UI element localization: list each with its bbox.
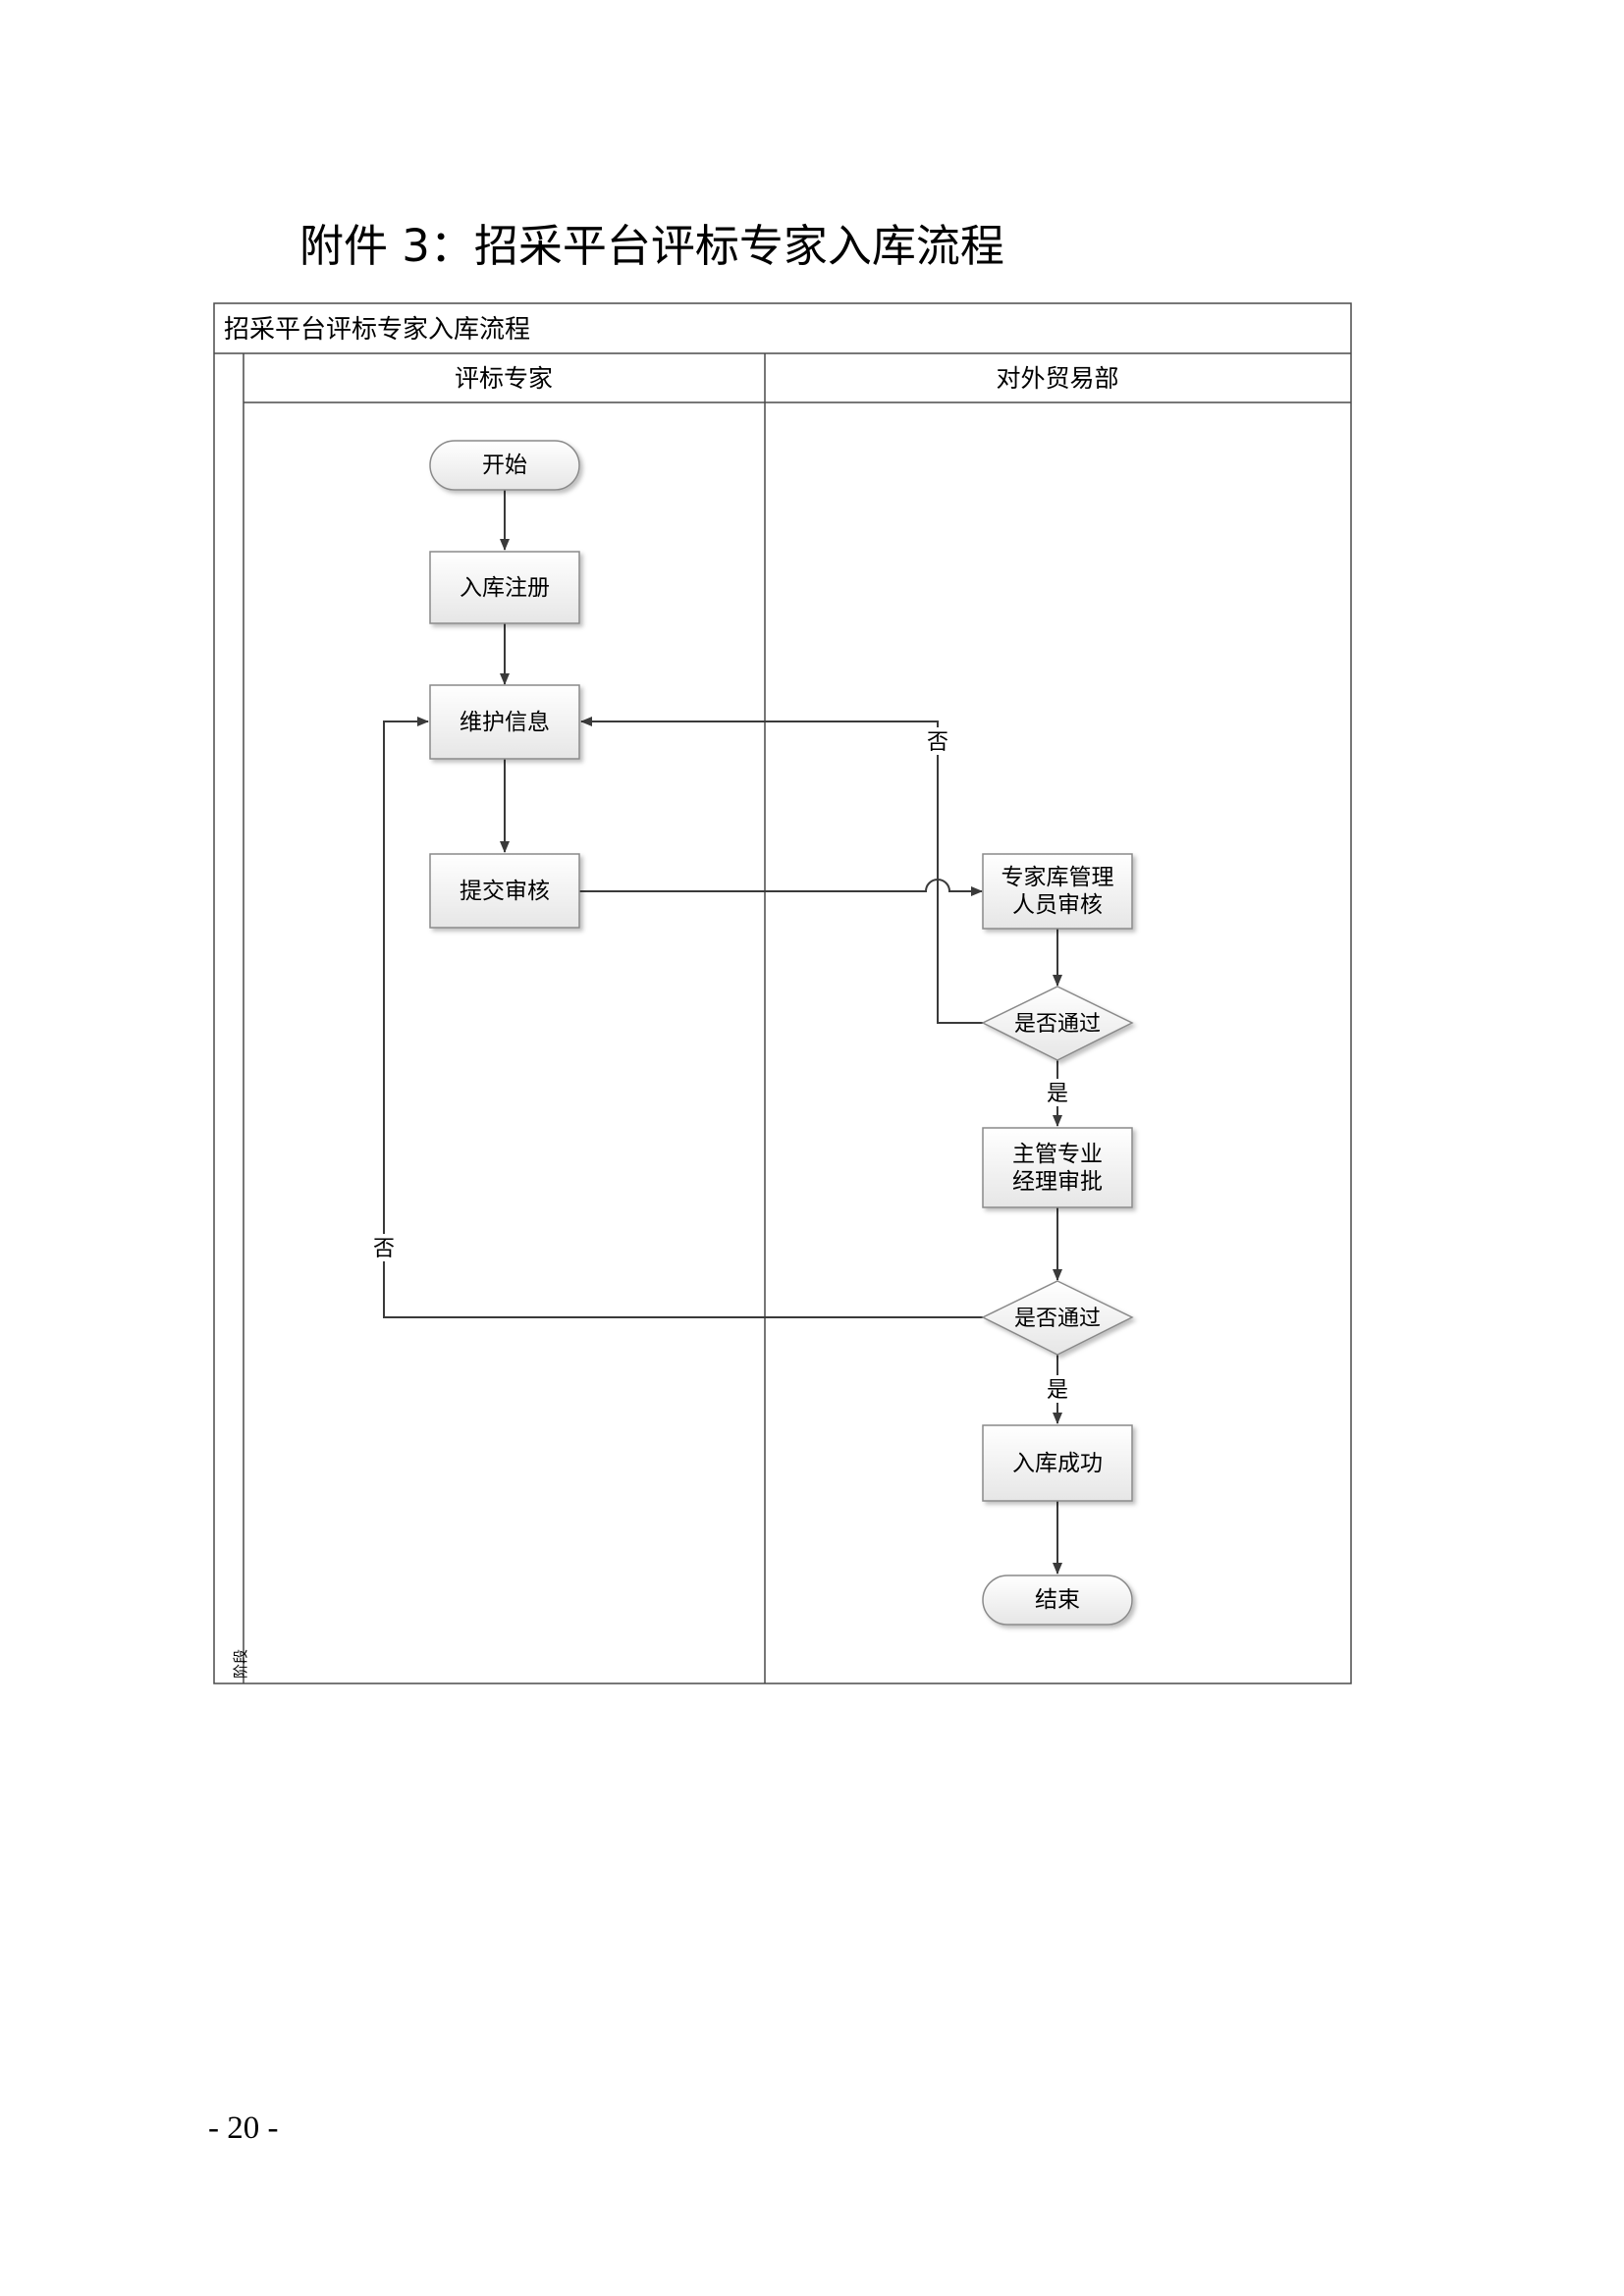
phase-label: 阶段 [232, 1649, 249, 1679]
node-end: 结束 [982, 1575, 1133, 1626]
node-review-label-1: 专家库管理 [1001, 865, 1114, 890]
edge-decision1-no [580, 717, 983, 1024]
node-register: 入库注册 [429, 551, 580, 624]
edge-label-yes-1: 是 [1047, 1082, 1068, 1106]
node-decision-2-label: 是否通过 [1014, 1307, 1101, 1331]
edge-label-no-2: 否 [373, 1237, 395, 1261]
node-review: 专家库管理 人员审核 [982, 853, 1133, 930]
node-maintain: 维护信息 [429, 684, 580, 760]
node-decision-1: 是否通过 [981, 986, 1134, 1061]
node-submit: 提交审核 [429, 853, 580, 929]
node-success: 入库成功 [982, 1424, 1133, 1502]
node-approve: 主管专业 经理审批 [982, 1127, 1133, 1208]
edge-label-no-1: 否 [927, 730, 948, 755]
node-approve-label-1: 主管专业 [1012, 1142, 1103, 1167]
node-decision-1-label: 是否通过 [1014, 1012, 1101, 1037]
node-start-label: 开始 [482, 453, 527, 478]
page-number: - 20 - [208, 2110, 279, 2146]
diagram-title: 招采平台评标专家入库流程 [224, 315, 530, 345]
node-decision-2: 是否通过 [981, 1280, 1134, 1356]
node-approve-label-2: 经理审批 [1012, 1169, 1103, 1195]
node-end-label: 结束 [1035, 1587, 1080, 1613]
node-register-label: 入库注册 [460, 575, 550, 601]
node-review-label-2: 人员审核 [1012, 892, 1103, 918]
node-maintain-label: 维护信息 [460, 710, 550, 735]
node-start: 开始 [429, 440, 580, 491]
page-heading: 附件 3：招采平台评标专家入库流程 [299, 220, 1004, 272]
node-success-label: 入库成功 [1012, 1451, 1103, 1476]
node-submit-label: 提交审核 [460, 879, 550, 904]
edge-decision2-no [383, 717, 983, 1318]
connectors [383, 490, 1062, 1575]
edge-label-yes-2: 是 [1047, 1378, 1068, 1403]
lane-header-trade-dept: 对外贸易部 [996, 364, 1118, 393]
swimlane-frame [213, 302, 1352, 1684]
lane-header-experts: 评标专家 [455, 364, 553, 393]
